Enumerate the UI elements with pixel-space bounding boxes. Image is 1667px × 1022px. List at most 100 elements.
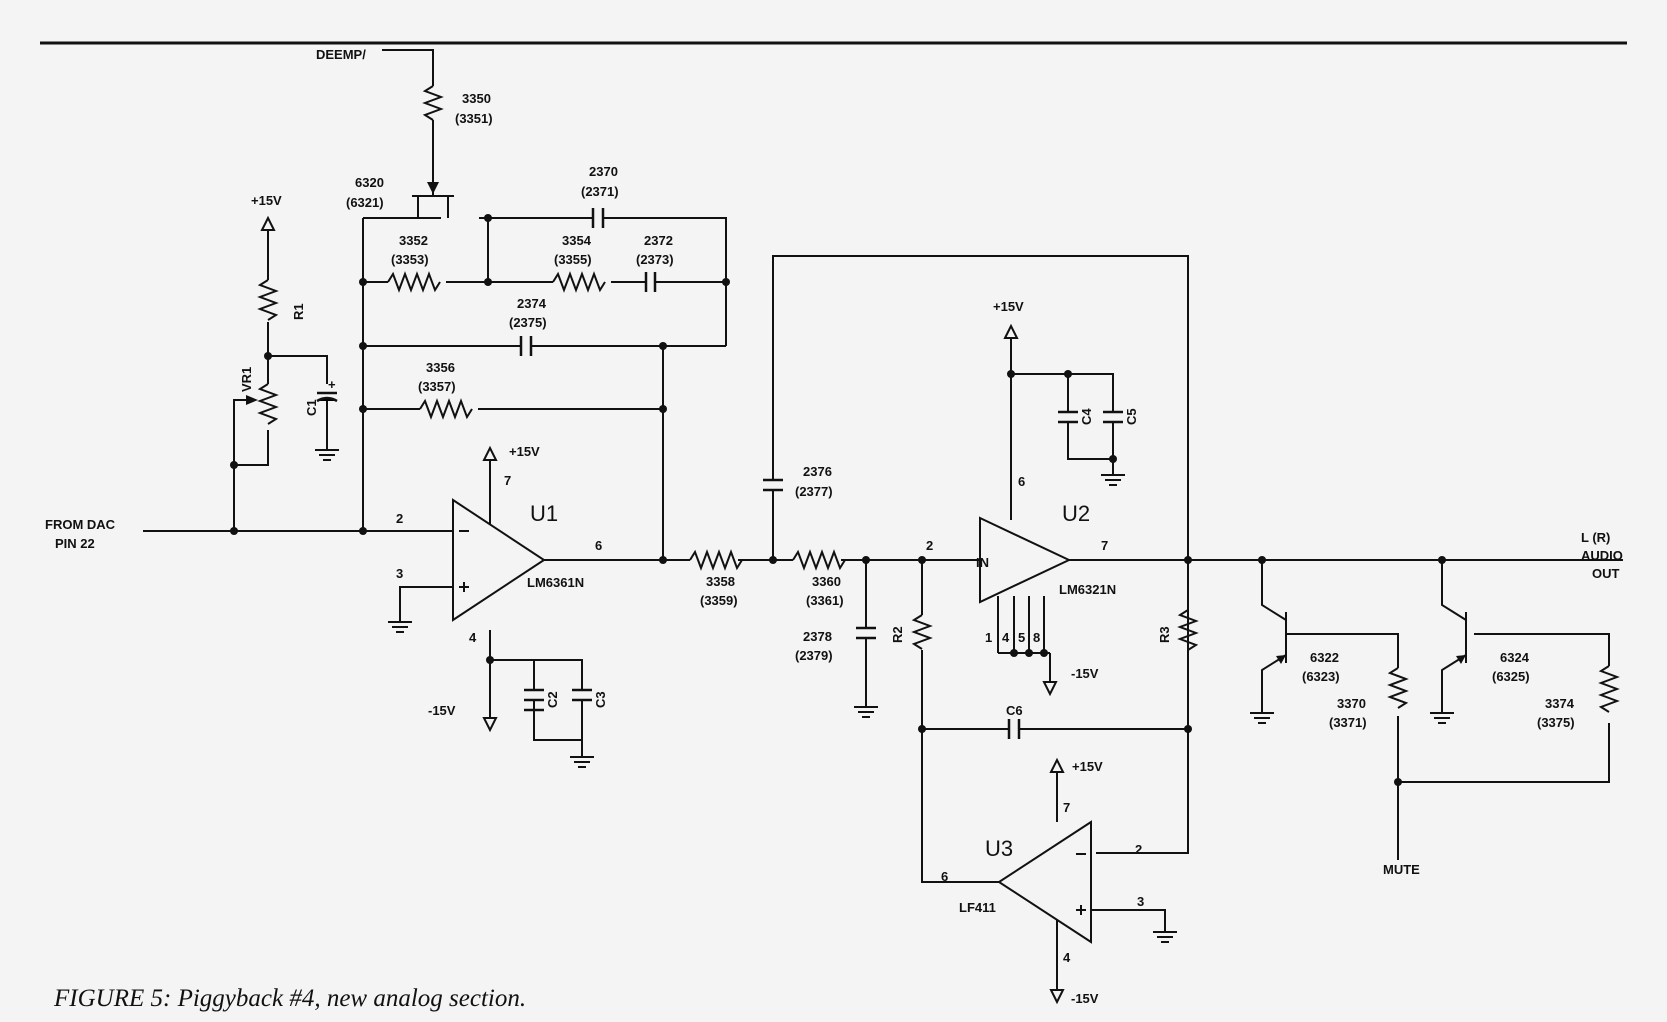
ref-c1: C1 <box>304 399 319 416</box>
u2-pin: 2 <box>926 538 933 553</box>
resistor-vr1 <box>257 383 279 425</box>
u3-pin: 3 <box>1137 894 1144 909</box>
ground-u3 <box>1153 931 1177 943</box>
part-label-6324: 6324 <box>1500 650 1530 665</box>
u1-part: LM6361N <box>527 575 584 590</box>
ground-c2c3 <box>570 756 594 768</box>
ref-c3: C3 <box>593 691 608 708</box>
resistor-3350 <box>422 85 444 121</box>
u3-pin: 7 <box>1063 800 1070 815</box>
input-label-line2: PIN 22 <box>55 536 95 551</box>
capacitor-c5 <box>1103 410 1123 424</box>
mute-label: MUTE <box>1383 862 1420 877</box>
ground-6324 <box>1430 712 1454 724</box>
cap-leads <box>326 401 1114 710</box>
ref-c6: C6 <box>1006 703 1023 718</box>
part-label-3360: (3361) <box>806 593 844 608</box>
ground-2378 <box>854 706 878 718</box>
part-label-2376: 2376 <box>803 464 832 479</box>
resistor-r2 <box>911 614 933 650</box>
u2-pin: 7 <box>1101 538 1108 553</box>
input-label-line1: FROM DAC <box>45 517 116 532</box>
part-label-6322: (6323) <box>1302 669 1340 684</box>
opamp-u2 <box>979 516 1072 604</box>
part-label-3374: 3374 <box>1545 696 1575 711</box>
part-label-3354: 3354 <box>562 233 592 248</box>
part-label-2374: 2374 <box>517 296 547 311</box>
resistor-r1 <box>257 279 279 321</box>
supply-label: -15V <box>1071 991 1099 1006</box>
part-label-3352: 3352 <box>399 233 428 248</box>
u1-name: U1 <box>530 501 558 526</box>
resistor-3354 <box>552 271 606 293</box>
capacitor-c3 <box>572 688 592 702</box>
u2-in-label: IN <box>976 555 989 570</box>
part-label-3358: (3359) <box>700 593 738 608</box>
u1-pin: 4 <box>469 630 477 645</box>
u2-pin-bottom: 5 <box>1018 630 1025 645</box>
capacitor-2370 <box>591 208 605 228</box>
capacitor-c4 <box>1058 410 1078 424</box>
part-label-6324: (6325) <box>1492 669 1530 684</box>
capacitor-2374 <box>519 336 533 356</box>
part-label-3350: 3350 <box>462 91 491 106</box>
part-label-3374: (3375) <box>1537 715 1575 730</box>
u3-pin: 2 <box>1135 842 1142 857</box>
opamp-signs <box>459 530 1086 915</box>
output-label-line3: OUT <box>1592 566 1620 581</box>
gate-arrow <box>427 182 439 194</box>
u1-pin: 7 <box>504 473 511 488</box>
resistor-3370 <box>1387 667 1409 709</box>
part-label-2370: 2370 <box>589 164 618 179</box>
u1-pin: 3 <box>396 566 403 581</box>
resistor-r3 <box>1177 609 1199 651</box>
resistor-3356 <box>419 398 473 420</box>
part-label-3360: 3360 <box>812 574 841 589</box>
supply-label: -15V <box>428 703 456 718</box>
u3-pin: 6 <box>941 869 948 884</box>
u3-name: U3 <box>985 836 1013 861</box>
ref-c5: C5 <box>1124 408 1139 425</box>
u2-name: U2 <box>1062 501 1090 526</box>
ground-u1 <box>388 621 412 633</box>
output-label-line2: AUDIO <box>1581 548 1623 563</box>
vr1-wiper-arrow <box>246 395 258 405</box>
part-label-2372: 2372 <box>644 233 673 248</box>
capacitor-c1 <box>316 391 338 403</box>
supply-label: +15V <box>993 299 1024 314</box>
capacitors <box>316 208 1123 739</box>
u3-part: LF411 <box>959 900 996 915</box>
ref-r3: R3 <box>1157 626 1172 643</box>
figure-caption: FIGURE 5: Piggyback #4, new analog secti… <box>54 985 527 1012</box>
u2-pin-bottom: 1 <box>985 630 992 645</box>
supply-label: +15V <box>251 193 282 208</box>
ground-c1 <box>315 449 339 461</box>
emitter-arrow <box>1456 655 1466 664</box>
part-label-3358: 3358 <box>706 574 735 589</box>
capacitor-2376 <box>763 478 783 492</box>
supply-label: +15V <box>1072 759 1103 774</box>
u3-pin: 4 <box>1063 950 1071 965</box>
supply-arrows <box>260 215 1065 1005</box>
ref-vr1: VR1 <box>239 367 254 392</box>
output-label-line1: L (R) <box>1581 530 1610 545</box>
emitter-arrow <box>1276 655 1286 664</box>
part-label-2372: (2373) <box>636 252 674 267</box>
resistor-3352 <box>387 271 441 293</box>
part-label-2378: (2379) <box>795 648 833 663</box>
part-label-2376: (2377) <box>795 484 833 499</box>
ref-r2: R2 <box>890 626 905 643</box>
part-label-3356: (3357) <box>418 379 456 394</box>
capacitor-2378 <box>856 626 876 640</box>
ref-c1-polarity: + <box>328 377 336 392</box>
opamp-u3 <box>997 820 1092 944</box>
capacitor-c6 <box>1007 719 1021 739</box>
resistors <box>257 85 1620 713</box>
part-label-3352: (3353) <box>391 252 429 267</box>
resistor-3358 <box>689 549 743 571</box>
capacitor-2372 <box>644 272 657 292</box>
part-label-2374: (2375) <box>509 315 547 330</box>
part-label-6320: (6321) <box>346 195 384 210</box>
ref-c2: C2 <box>545 691 560 708</box>
